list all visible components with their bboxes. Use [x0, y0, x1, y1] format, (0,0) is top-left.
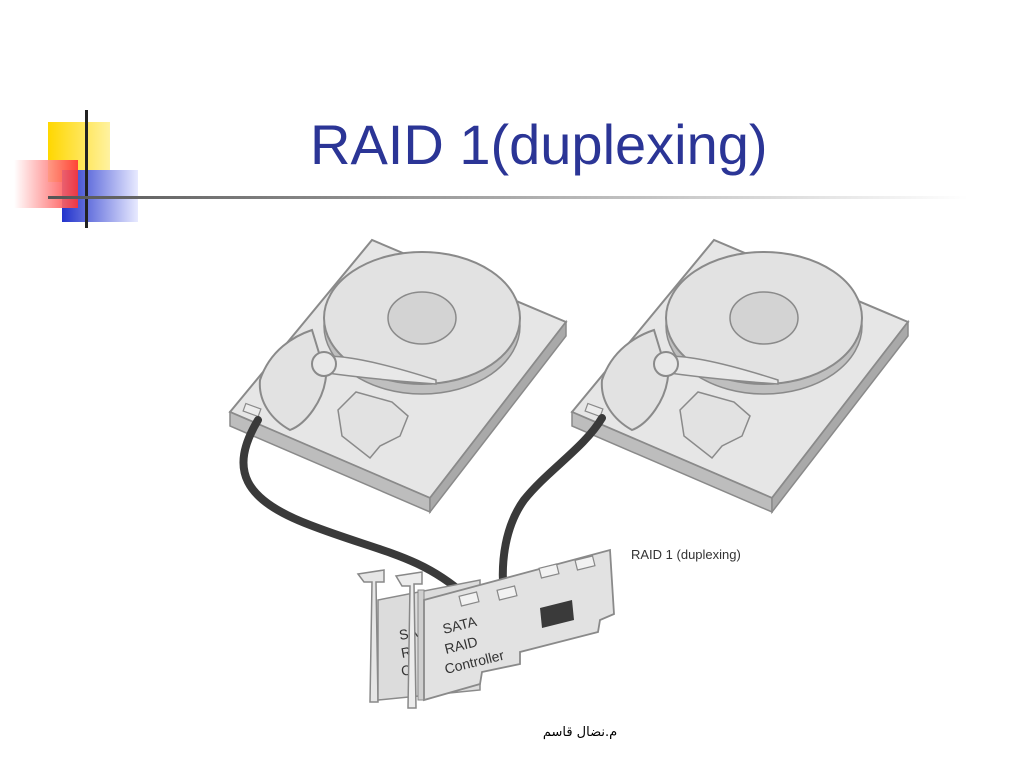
- cable-left: [239, 416, 470, 600]
- slide-title: RAID 1(duplexing): [310, 113, 768, 176]
- vertical-divider: [85, 110, 88, 228]
- front-card-text-2: RAID: [443, 633, 479, 657]
- sata-port-3: [538, 563, 560, 579]
- diagram-caption: RAID 1 (duplexing): [631, 547, 741, 562]
- cable-right: [498, 414, 606, 600]
- decorative-corner-graphic: [14, 110, 968, 228]
- sata-port-1: [458, 591, 480, 607]
- horizontal-divider: [48, 196, 968, 199]
- controller-card-front: SATA RAID Controller: [394, 548, 615, 709]
- red-square: [14, 160, 78, 208]
- sata-port-2: [496, 585, 518, 601]
- hard-disk-right: [571, 239, 909, 513]
- sata-port-4: [574, 555, 596, 571]
- controller-chip: [540, 600, 574, 628]
- slide-footer-author: م.نضال قاسم: [542, 725, 618, 740]
- hard-disk-left: [229, 239, 567, 513]
